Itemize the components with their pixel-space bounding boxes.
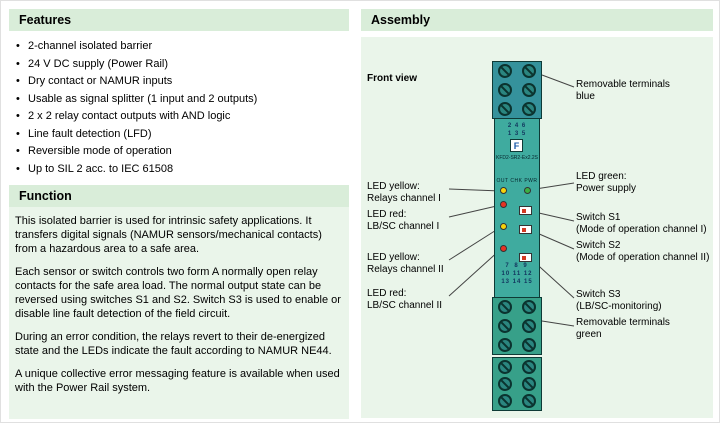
terminal-screw xyxy=(522,359,536,374)
terminal-numbers: 13 14 15 xyxy=(501,279,533,285)
callout-switch-s3: Switch S3 (LB/SC-monitoring) xyxy=(576,289,662,312)
led-yellow-channel2-icon xyxy=(500,223,507,230)
terminal-numbers: 1 3 5 xyxy=(507,131,527,137)
callout-switch-s2: Switch S2 (Mode of operation channel II) xyxy=(576,240,710,263)
feature-item: Reversible mode of operation xyxy=(15,143,347,161)
leader-terminals-green xyxy=(541,320,575,327)
terminal-screw xyxy=(522,101,536,116)
terminal-screw xyxy=(522,300,536,315)
feature-item: 24 V DC supply (Power Rail) xyxy=(15,56,347,74)
terminal-numbers: 7 8 9 xyxy=(505,263,529,269)
function-paragraph: A unique collective error messaging feat… xyxy=(15,368,340,394)
leader-terminals-blue xyxy=(541,74,575,88)
feature-item: 2 x 2 relay contact outputs with AND log… xyxy=(15,108,347,126)
leader-led-red-2 xyxy=(448,248,502,297)
terminal-screw xyxy=(498,300,512,315)
terminal-screw xyxy=(522,376,536,391)
terminal-block-bottom-lower xyxy=(492,357,542,411)
callout-terminals-blue: Removable terminals blue xyxy=(576,79,670,102)
function-section-header: Function xyxy=(9,185,349,207)
terminal-screw xyxy=(498,359,512,374)
feature-item: 2-channel isolated barrier xyxy=(15,38,347,56)
terminal-screw xyxy=(498,101,512,116)
feature-item: Usable as signal splitter (1 input and 2… xyxy=(15,91,347,109)
callout-terminals-green: Removable terminals green xyxy=(576,317,670,340)
terminal-screw xyxy=(522,318,536,333)
terminal-screw xyxy=(498,82,512,97)
callout-switch-s1: Switch S1 (Mode of operation channel I) xyxy=(576,212,707,235)
switch-s1 xyxy=(519,206,532,215)
front-view-label: Front view xyxy=(367,73,418,84)
terminal-screw xyxy=(522,64,536,79)
features-list: 2-channel isolated barrier 24 V DC suppl… xyxy=(15,38,347,178)
function-paragraph: Each sensor or switch controls two form … xyxy=(15,266,341,320)
switch-s2 xyxy=(519,225,532,234)
callout-led-red-2: LED red: LB/SC channel II xyxy=(367,288,443,311)
feature-item: Up to SIL 2 acc. to IEC 61508 xyxy=(15,161,347,179)
led-green-power-icon xyxy=(524,187,531,194)
terminal-numbers: 2 4 6 xyxy=(507,123,527,129)
terminal-screw xyxy=(498,318,512,333)
leader-led-red-1 xyxy=(448,204,502,218)
callout-led-red-1: LED red: LB/SC channel I xyxy=(367,209,440,232)
terminal-screw xyxy=(498,337,512,352)
callout-led-green: LED green: Power supply xyxy=(576,171,637,194)
callout-led-yellow-2: LED yellow: Relays channel II xyxy=(367,252,444,275)
led-red-channel1-icon xyxy=(500,201,507,208)
led-yellow-channel1-icon xyxy=(500,187,507,194)
terminal-block-top-blue xyxy=(492,61,542,119)
terminal-screw xyxy=(498,376,512,391)
features-section-header: Features xyxy=(9,9,349,31)
terminal-screw xyxy=(498,64,512,79)
device-model-label: KFD2-SR2-Ex2.2S xyxy=(496,155,538,161)
terminal-screw xyxy=(522,337,536,352)
leader-led-yellow-1 xyxy=(448,188,502,192)
terminal-screw xyxy=(498,394,512,409)
terminal-block-bottom-green xyxy=(492,297,542,355)
feature-item: Line fault detection (LFD) xyxy=(15,126,347,144)
assembly-section-header: Assembly xyxy=(361,9,713,31)
terminal-screw xyxy=(522,394,536,409)
function-paragraph: During an error condition, the relays re… xyxy=(15,331,332,357)
function-section-body: This isolated barrier is used for intrin… xyxy=(9,207,349,419)
function-paragraph: This isolated barrier is used for intrin… xyxy=(15,215,322,255)
feature-item: Dry contact or NAMUR inputs xyxy=(15,73,347,91)
led-red-channel2-icon xyxy=(500,245,507,252)
terminal-numbers: 10 11 12 xyxy=(501,271,533,277)
led-caption: OUT CHK PWR xyxy=(496,178,538,184)
leader-led-yellow-2 xyxy=(448,226,502,261)
switch-s3 xyxy=(519,253,532,262)
callout-led-yellow-1: LED yellow: Relays channel I xyxy=(367,181,441,204)
terminal-screw xyxy=(522,82,536,97)
pf-logo-icon: F xyxy=(510,139,523,152)
